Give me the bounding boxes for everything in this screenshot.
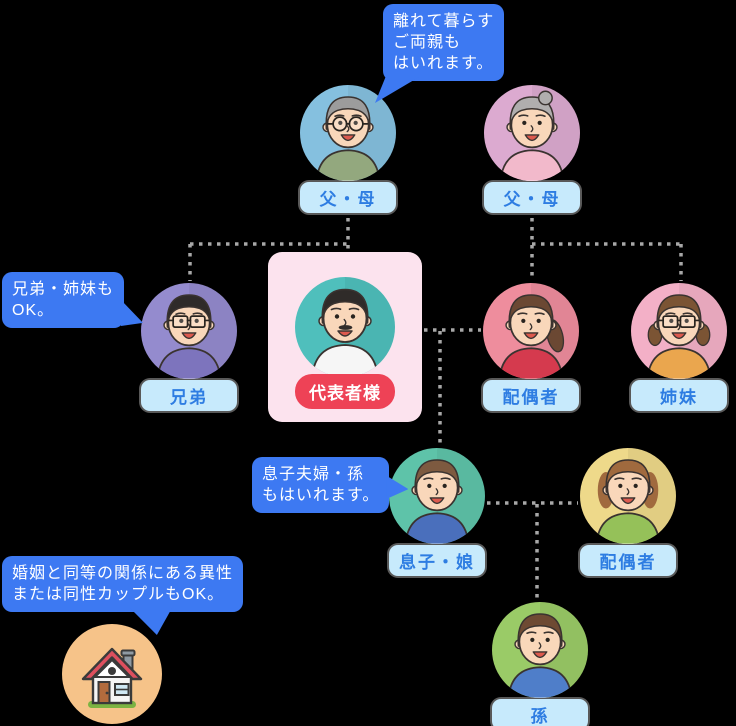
speech-bubble-couples: 婚姻と同等の関係にある異性または同性カップルもOK。 [2,556,244,635]
son-spouse-avatar [580,448,676,544]
label-son-spouse: 配偶者 [580,545,676,576]
grandfather-avatar [300,85,396,181]
spouse-avatar [483,283,579,379]
person-son-daughter: 息子・娘 [389,448,485,576]
label-spouse: 配偶者 [483,380,579,411]
person-father-mother-right: 父・母 [484,85,580,213]
label-father-mother-left: 父・母 [300,182,396,213]
representative-badge: 代表者様 [295,374,395,409]
label-father-mother-right: 父・母 [484,182,580,213]
speech-bubble-son-family: 息子夫婦・孫もはいれます。 [252,457,409,513]
person-spouse: 配偶者 [483,283,579,411]
representative-avatar [295,277,395,377]
person-grandchild: 孫 [492,602,588,726]
house-icon-graphic [62,624,162,724]
label-brother: 兄弟 [141,380,237,411]
person-father-mother-left: 父・母 [300,85,396,213]
representative-card: 代表者様 [268,252,422,422]
door-knob-icon [105,691,109,695]
sister-avatar [631,283,727,379]
son-avatar [389,448,485,544]
label-son-daughter: 息子・娘 [389,545,485,576]
chimney-cap-icon [120,649,136,657]
speech-bubble-parents-text: 離れて暮らすご両親もはいれます。 [393,13,495,72]
grandmother-avatar [484,85,580,181]
roof [81,647,143,681]
person-brother: 兄弟 [141,283,237,411]
brother-avatar [141,283,237,379]
grandchild-avatar [492,602,588,698]
speech-bubble-parents: 離れて暮らすご両親もはいれます。 [375,4,505,103]
person-sister: 姉妹 [631,283,727,411]
label-sister: 姉妹 [631,380,727,411]
person-son-spouse: 配偶者 [580,448,676,576]
door-icon [97,681,111,704]
attic-window-icon [108,667,116,675]
speech-bubble-son-family-text: 息子夫婦・孫もはいれます。 [262,466,380,504]
speech-bubble-couples-text: 婚姻と同等の関係にある異性または同性カップルもOK。 [12,565,234,603]
label-grandchild: 孫 [492,699,588,726]
house-icon [62,624,162,724]
